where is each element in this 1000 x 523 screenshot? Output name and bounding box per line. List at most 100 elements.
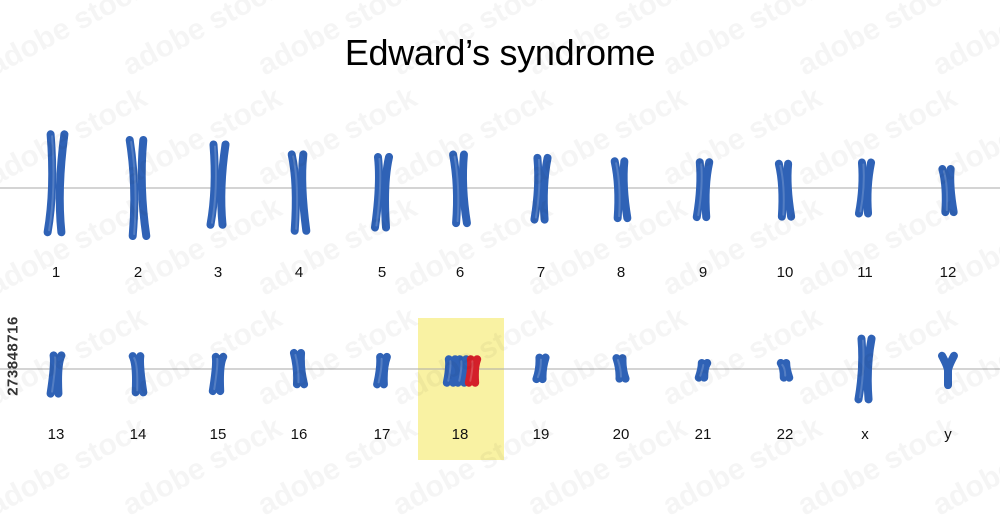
- chromatid: [783, 159, 796, 221]
- chromosome-label: 15: [210, 426, 227, 443]
- chromatid: [944, 351, 958, 375]
- chromatid: [701, 158, 714, 222]
- chromosome-label: 5: [378, 264, 386, 281]
- chromosome-13: [46, 351, 66, 398]
- chromatid: [215, 352, 228, 396]
- chromatid: [448, 355, 460, 387]
- y-chromosome: [938, 351, 958, 390]
- chromosome-label: 9: [699, 264, 707, 281]
- chromosome-14: [128, 352, 148, 397]
- chromatid-shine: [858, 339, 865, 399]
- chromatid: [459, 355, 471, 387]
- chromatid-shine: [213, 357, 219, 391]
- chromosome-copy: [289, 348, 309, 389]
- chromosome-copy: [442, 355, 460, 387]
- chromosome-label: 10: [777, 264, 794, 281]
- chromatid: [370, 152, 383, 232]
- chromatid: [946, 165, 958, 217]
- chromosome-x: [854, 334, 876, 404]
- chromosome-21: [694, 358, 712, 382]
- chromatid: [618, 354, 630, 383]
- chromatid-shine: [697, 163, 703, 217]
- chromosome-label: 19: [533, 426, 550, 443]
- chromatid-shine: [534, 158, 541, 219]
- chromosome-copy: [287, 150, 311, 235]
- chromatid: [538, 353, 550, 384]
- chromosome-label: 17: [374, 426, 391, 443]
- chromatid-shine: [210, 145, 217, 224]
- chromatid: [782, 358, 794, 382]
- chromatid: [619, 157, 632, 223]
- chromosome-label: x: [861, 426, 869, 443]
- chromosome-11: [854, 158, 876, 218]
- chromosome-label: 12: [940, 264, 957, 281]
- chromosome-copy: [128, 352, 148, 397]
- chromatid: [287, 150, 300, 235]
- chromosome-label: 6: [456, 264, 464, 281]
- chromatid: [217, 140, 230, 229]
- chromatid: [453, 355, 465, 387]
- chromosome-label: 22: [777, 426, 794, 443]
- chromosome-label: 1: [52, 264, 60, 281]
- chromatid-shine: [616, 359, 622, 378]
- chromosome-copy: [938, 165, 958, 217]
- chromatid: [289, 348, 302, 389]
- chromatid: [458, 150, 471, 228]
- chromatid: [854, 334, 867, 404]
- highlight-box: [418, 318, 504, 460]
- chromatid: [532, 353, 544, 384]
- chromosome-label: 16: [291, 426, 308, 443]
- chromosome-copy: [46, 351, 66, 398]
- chromosome-20: [612, 354, 630, 383]
- chromosome-copy: [854, 334, 876, 404]
- chromatid-shine: [536, 358, 542, 379]
- chromatid-shine: [453, 155, 460, 223]
- chromatid-shine: [699, 363, 705, 377]
- chromosome-y: [938, 351, 958, 390]
- chromosome-12: [938, 165, 958, 217]
- chromatid: [128, 352, 140, 397]
- chromosome-copy: [776, 358, 794, 382]
- chromosome-copy: [610, 157, 632, 223]
- chromatid-shine: [469, 360, 474, 382]
- chromatid: [854, 158, 867, 218]
- chromatid: [539, 153, 552, 224]
- chromatid-shine: [781, 363, 787, 377]
- chromosome-label: 14: [130, 426, 147, 443]
- chromosome-copy: [208, 352, 228, 396]
- diagram-title: Edward’s syndrome: [344, 32, 656, 73]
- chromosome-16: [289, 348, 309, 389]
- chromosome-15: [208, 352, 228, 396]
- chromosome-label: 7: [537, 264, 545, 281]
- chromatid: [530, 153, 543, 224]
- chromosome-copy: [530, 153, 552, 224]
- chromosome-label: 8: [617, 264, 625, 281]
- chromatid-shine: [375, 157, 382, 227]
- chromosome-copy: [854, 158, 876, 218]
- chromosome-18: [442, 355, 482, 387]
- chromosome-copy: [125, 135, 151, 241]
- chromatid-shine: [292, 155, 299, 230]
- chromatid: [54, 351, 66, 398]
- chromatid-shine: [779, 164, 785, 216]
- chromosome-copy: [694, 358, 712, 382]
- chromosome-copy: [453, 355, 471, 387]
- chromosome-7: [530, 153, 552, 224]
- chromosome-copy: [43, 130, 69, 237]
- chromatid: [449, 150, 462, 228]
- chromosome-copy: [370, 152, 394, 232]
- chromosome-copy: [206, 140, 230, 229]
- chromatid-shine: [458, 360, 463, 382]
- chromatid: [774, 159, 787, 221]
- chromosome-label: 18: [452, 426, 469, 443]
- chromosome-copy: [692, 158, 714, 222]
- chromosome-9: [692, 158, 714, 222]
- chromatid: [298, 150, 311, 235]
- chromosome-10: [774, 159, 796, 221]
- chromatid: [43, 130, 57, 237]
- chromatid: [464, 355, 476, 387]
- chromatid: [206, 140, 219, 229]
- extra-chromosome: [464, 355, 482, 387]
